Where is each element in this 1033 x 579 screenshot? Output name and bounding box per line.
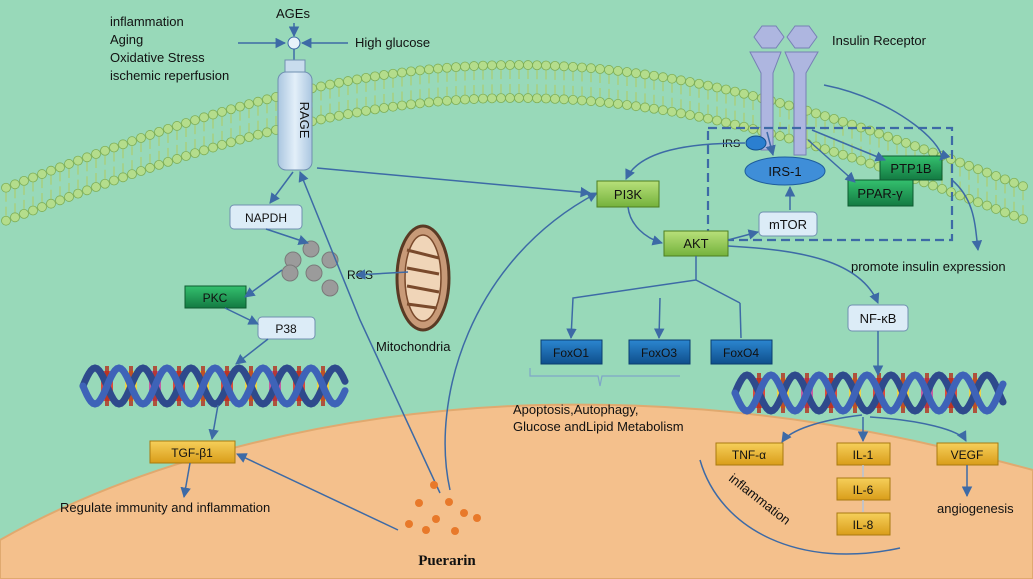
stimulus-oxidative-stress: Oxidative Stress <box>110 50 205 65</box>
il8-label: IL-8 <box>853 518 874 532</box>
pkc-label: PKC <box>203 291 228 305</box>
foxo3-label: FoxO3 <box>641 346 677 360</box>
stimulus-ischemic-reperfusion: ischemic reperfusion <box>110 68 229 83</box>
ptp1b-label: PTP1B <box>890 161 931 176</box>
ptp1b-box <box>879 155 943 181</box>
outcome-line2: Glucose andLipid Metabolism <box>513 419 684 434</box>
ppar-label: PPAR-γ <box>857 186 903 201</box>
dna-helix-left <box>79 364 349 408</box>
mitochondria-icon <box>395 224 451 332</box>
insulin-receptor-label: Insulin Receptor <box>832 33 927 48</box>
regulate-label: Regulate immunity and inflammation <box>60 500 270 515</box>
dna-helix-right <box>731 371 1007 415</box>
rage-label: RAGE <box>297 102 312 139</box>
promote-label: promote insulin expression <box>851 259 1006 274</box>
akt-label: AKT <box>683 236 708 251</box>
puerarin-label: Puerarin <box>418 553 476 569</box>
ppar-box <box>847 179 914 207</box>
il6-label: IL-6 <box>853 483 874 497</box>
foxo1-label: FoxO1 <box>553 346 589 360</box>
pi3k-box <box>596 180 660 208</box>
rage-receptor <box>277 71 313 171</box>
irs1-node <box>744 156 826 186</box>
ages-label: AGEs <box>276 6 310 21</box>
mtor-box <box>758 211 818 237</box>
foxo4-label: FoxO4 <box>723 346 759 360</box>
napdh-label: NAPDH <box>245 211 287 225</box>
il1-label: IL-1 <box>853 448 874 462</box>
tnf-box <box>715 442 784 466</box>
irs1-label: IRS-1 <box>768 164 801 179</box>
mitochondria-label: Mitochondria <box>376 339 451 354</box>
insulin-receptor <box>749 25 819 156</box>
tgf-box <box>149 440 236 464</box>
ros-particles <box>281 240 339 297</box>
puerarin-particles <box>405 481 481 535</box>
ages-ligand <box>287 36 301 50</box>
akt-box <box>663 230 729 257</box>
stimulus-aging: Aging <box>110 32 143 47</box>
il8-box <box>836 512 891 536</box>
foxo4-box <box>710 339 773 365</box>
insulin-signaling-complex <box>706 126 954 242</box>
stimulus-inflammation: inflammation <box>110 14 184 29</box>
foxo-brace <box>529 368 680 387</box>
nfkb-label: NF-κB <box>860 311 897 326</box>
high-glucose-label: High glucose <box>355 35 430 50</box>
foxo3-box <box>628 339 691 365</box>
foxo1-box <box>540 339 603 365</box>
tgf-label: TGF-β1 <box>171 446 213 460</box>
tnf-label: TNF-α <box>732 448 766 462</box>
vegf-label: VEGF <box>951 448 984 462</box>
left-arrows <box>180 167 598 531</box>
mtor-label: mTOR <box>769 217 807 232</box>
p38-box <box>257 316 316 340</box>
p38-label: P38 <box>275 322 297 336</box>
outcome-line1: Apoptosis,Autophagy, <box>513 402 639 417</box>
irs-label: IRS <box>722 138 740 150</box>
pi3k-label: PI3K <box>614 187 643 202</box>
right-arrows <box>566 84 983 555</box>
angiogenesis-label: angiogenesis <box>937 501 1014 516</box>
irs-node <box>745 135 767 151</box>
